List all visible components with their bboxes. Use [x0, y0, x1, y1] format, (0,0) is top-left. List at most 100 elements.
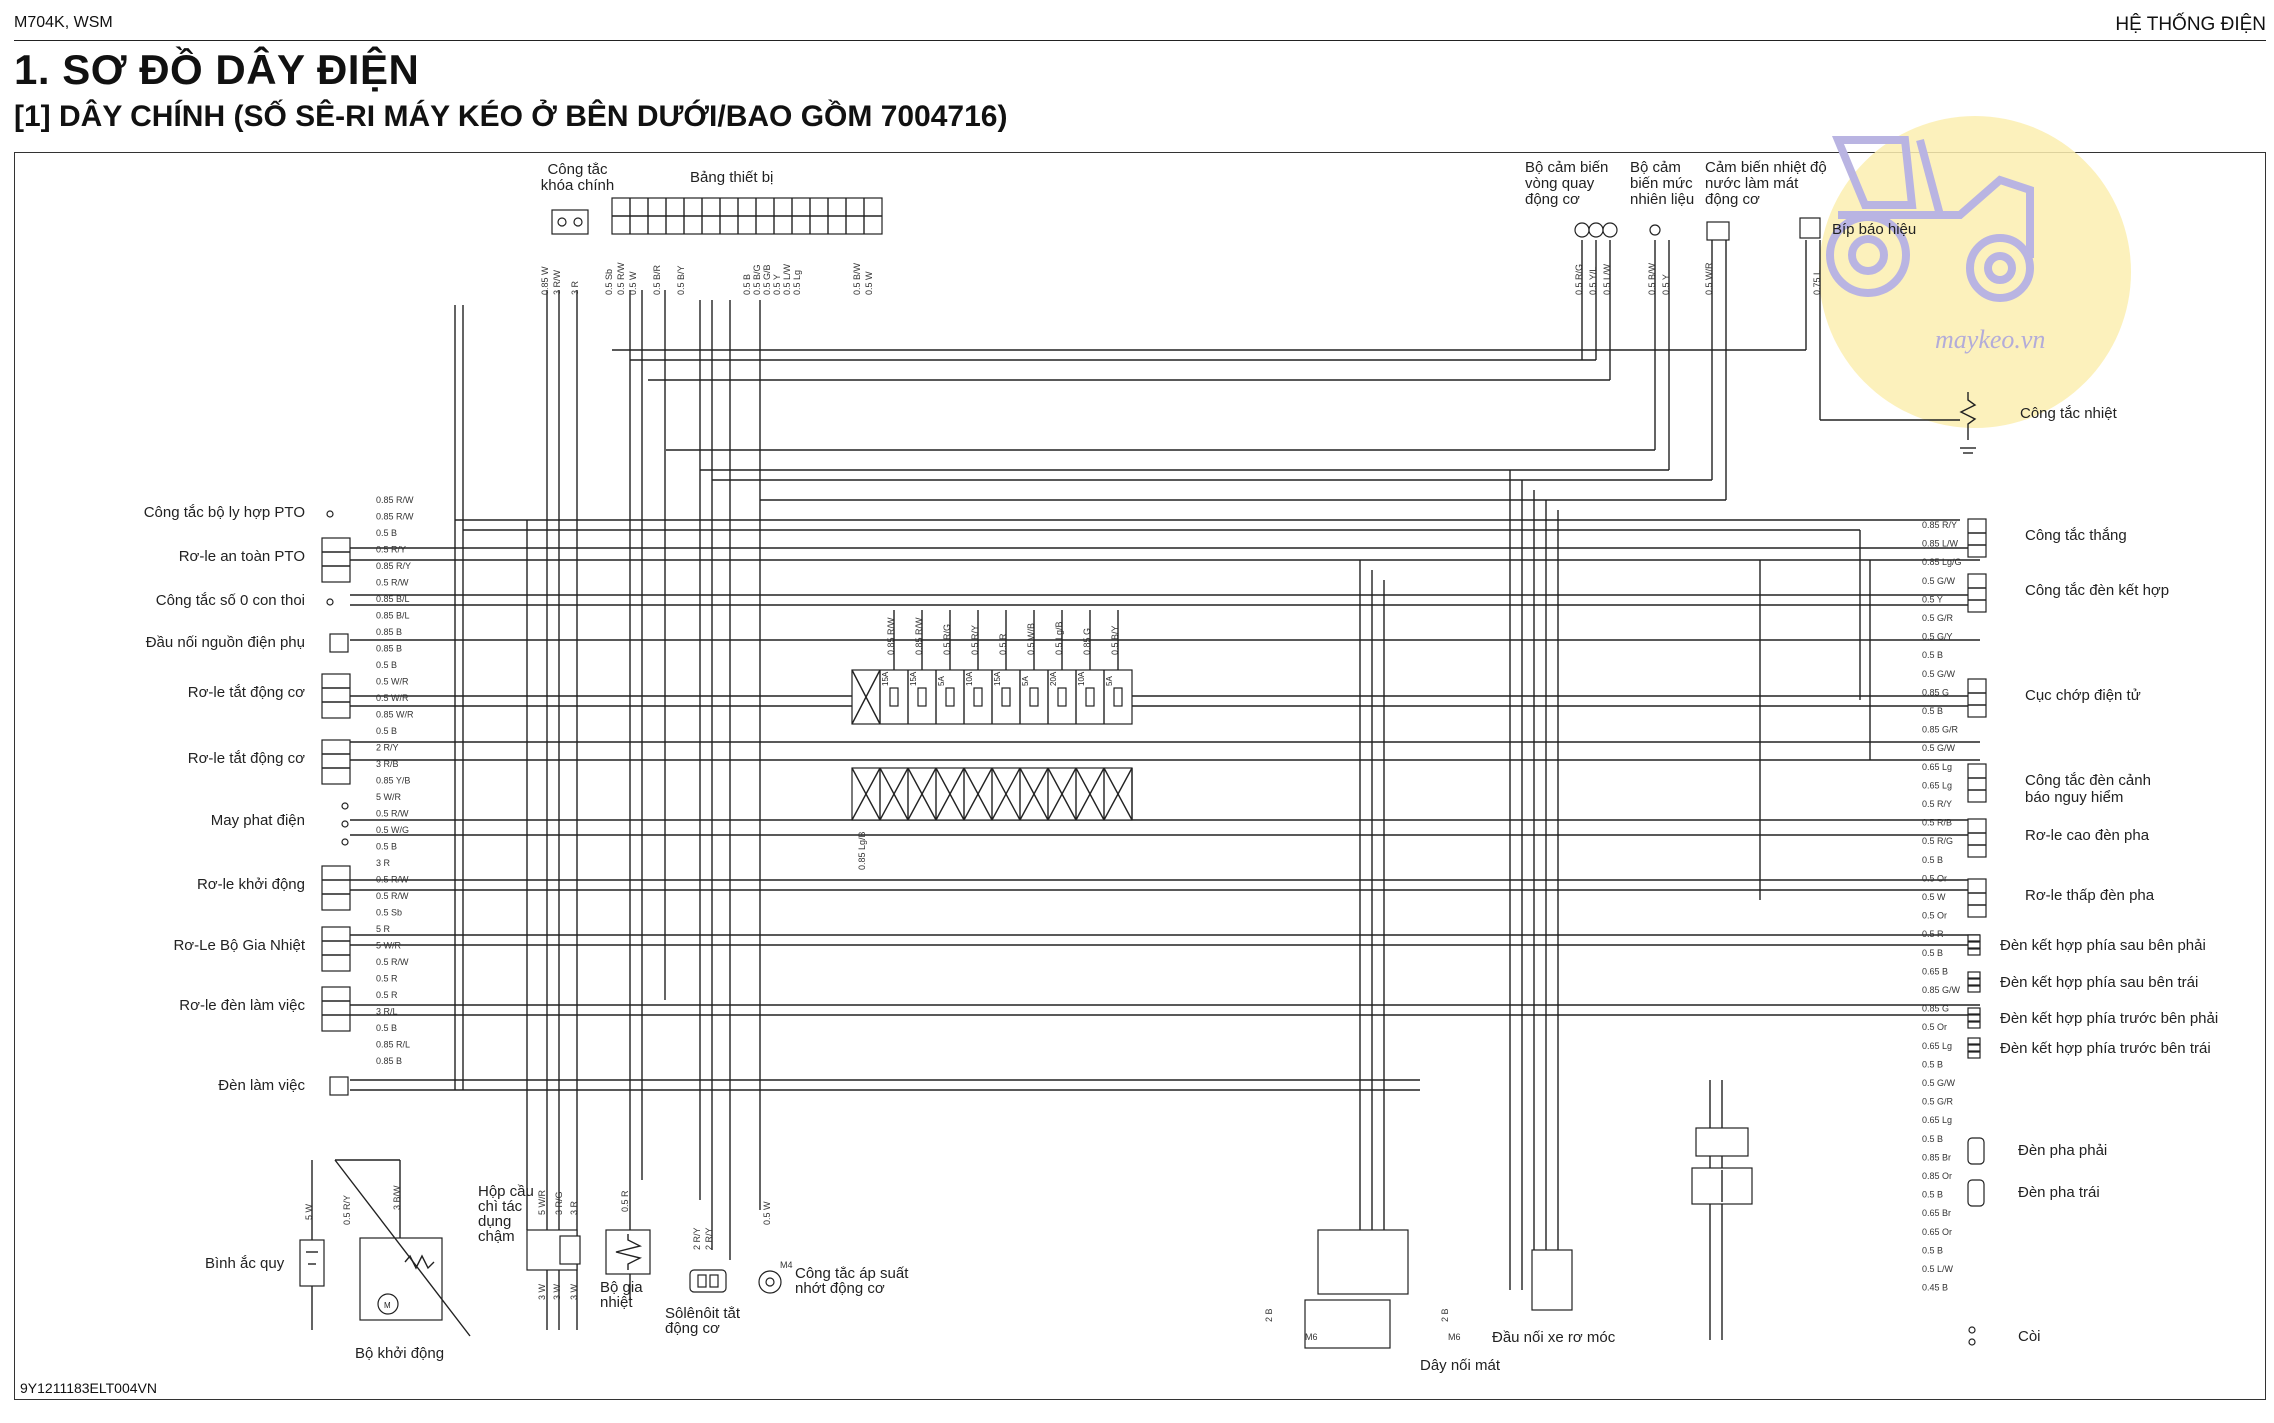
- thermo-switch-label: Công tắc nhiệt: [2020, 405, 2118, 422]
- wire-code-left: 0.5 R/Y: [376, 545, 406, 555]
- wire-code-right: 0.5 B: [1922, 1134, 1943, 1144]
- wire-code-right: 0.5 G/R: [1922, 613, 1954, 623]
- wire-code-left: 0.5 R: [376, 974, 398, 984]
- wire-code-right: 0.5 G/W: [1922, 743, 1956, 753]
- wire-code-left: 0.5 R: [376, 990, 398, 1000]
- fuse-wire-code: 0.5 R/G: [942, 624, 952, 655]
- wire-code-right: 0.5 R/Y: [1922, 799, 1952, 809]
- wire-code-top: 0.5 W: [864, 271, 874, 295]
- fuse-wire-code: 0.85 R/W: [886, 617, 896, 655]
- left-component-label: Rơ-le tắt động cơ: [188, 750, 305, 767]
- fuse-wire-code: 0.5 Lg/B: [1054, 621, 1064, 655]
- right-component-label: Rơ-le thấp đèn pha: [2025, 887, 2155, 904]
- wire-code-bottom: 0.85 Lg/B: [857, 831, 867, 870]
- left-component-label: Đèn làm việc: [218, 1077, 305, 1094]
- wire-code-top: 0.5 Y/L: [1588, 267, 1598, 295]
- right-component: Công tắc thắng: [1967, 518, 2127, 558]
- wire-code-top: 0.5 B/R: [652, 264, 662, 295]
- left-component: Rơ-le đèn làm việc: [179, 986, 351, 1032]
- wire-code-bottom: 2 B: [1440, 1308, 1450, 1322]
- top-sensors: Bộ cảm biến vòng quay động cơ Bộ cảm biế…: [1525, 160, 2118, 454]
- battery: Bình ắc quy: [205, 1160, 325, 1330]
- right-component-label: Cục chớp điện tử: [2025, 687, 2141, 704]
- header-rule: [14, 40, 2266, 41]
- glow-plug-label: Bộ gia nhiệt: [600, 1280, 643, 1311]
- right-component: Rơ-le thấp đèn pha: [1967, 878, 2155, 918]
- wire-code-bottom: 3 R: [569, 1200, 579, 1215]
- right-component: Đèn kết hợp phía trước bên phải: [1967, 1007, 2218, 1029]
- left-component: Rơ-le an toàn PTO: [179, 537, 351, 583]
- wire-code-left: 0.5 R/W: [376, 875, 409, 885]
- speed-sensor-label: Bộ cảm biến vòng quay động cơ: [1525, 160, 1609, 208]
- left-component: Đầu nối nguồn điện phụ: [146, 633, 349, 653]
- right-bus-lines: [1359, 470, 1871, 1340]
- tractor-icon: [1826, 136, 2034, 302]
- wire-code-left: 0.5 B: [376, 660, 397, 670]
- wire-code-right: 0.85 G: [1922, 687, 1949, 697]
- document-id: 9Y1211183ELT004VN: [20, 1380, 157, 1396]
- wire-code-top: 0.5 B/W: [1647, 262, 1657, 295]
- ground-wire-connector: Dây nối mát: [1304, 1229, 1501, 1374]
- svg-text:M: M: [384, 1301, 391, 1310]
- wire-code-left: 0.5 R/W: [376, 578, 409, 588]
- trailer-connector-label: Đầu nối xe rơ móc: [1492, 1329, 1616, 1346]
- wire-code-right: 0.85 R/Y: [1922, 520, 1957, 530]
- wire-code-left: 0.85 B: [376, 644, 402, 654]
- wire-code-right: 0.5 B: [1922, 855, 1943, 865]
- fuse-wire-code: 0.85 R/W: [914, 617, 924, 655]
- left-component-label: Đầu nối nguồn điện phụ: [146, 634, 305, 651]
- left-bus-lines: [454, 290, 761, 1330]
- wire-code-right: 0.85 G/R: [1922, 725, 1959, 735]
- wire-code-right: 0.85 Or: [1922, 1171, 1952, 1181]
- stop-solenoid: Sôlênôit tắt động cơ: [665, 1269, 740, 1336]
- wire-code-left: 0.85 R/W: [376, 512, 414, 522]
- fuse-rating: 15A: [993, 671, 1002, 686]
- timer-box: Hộp cầu chì tác dụng chậm: [478, 1184, 581, 1271]
- right-component: Đèn kết hợp phía trước bên trái: [1967, 1037, 2211, 1059]
- wire-code-right: 0.5 G/W: [1922, 1078, 1956, 1088]
- relay-bank: [851, 767, 1133, 821]
- wire-code-right: 0.5 W: [1922, 892, 1946, 902]
- wire-code-right: 0.5 R/G: [1922, 836, 1953, 846]
- wire-code-right: 0.5 R: [1922, 929, 1944, 939]
- wire-code-bottom: 3 W: [569, 1283, 579, 1300]
- wire-code-left: 0.85 B/L: [376, 594, 410, 604]
- wire-code-top: 0.5 B/G: [752, 264, 762, 295]
- wire-code-top: 0.75 L: [1812, 270, 1822, 295]
- timer-box-label: Hộp cầu chì tác dụng chậm: [478, 1184, 534, 1245]
- buzzer-label: Bíp báo hiệu: [1832, 221, 1916, 238]
- fuse-rating: 15A: [909, 671, 918, 686]
- fuse-wire-code: 0.5 B/Y: [1110, 625, 1120, 655]
- wire-code-top: 0.85 W: [540, 266, 550, 295]
- wire-code-left: 0.5 R/W: [376, 809, 409, 819]
- wire-code-right: 0.5 G/Y: [1922, 632, 1953, 642]
- wire-code-right: 0.5 Or: [1922, 1022, 1947, 1032]
- wire-code-left: 3 R/B: [376, 759, 399, 769]
- fuse-rating: 10A: [1077, 671, 1086, 686]
- wire-code-top: 3 R: [570, 280, 580, 295]
- right-component-label: Công tắc thắng: [2025, 527, 2127, 544]
- wire-code-right: 0.5 B: [1922, 650, 1943, 660]
- left-component-label: Rơ-Le Bộ Gia Nhiệt: [173, 937, 305, 954]
- left-wire-codes: 0.85 R/W0.85 R/W0.5 B0.5 R/Y0.85 R/Y0.5 …: [376, 495, 414, 1066]
- wire-code-left: 0.85 B/L: [376, 611, 410, 621]
- wire-code-top: 0.5 L/W: [782, 263, 792, 295]
- left-component-label: Rơ-le khởi động: [197, 876, 305, 893]
- wire-code-bottom: 2 B: [1264, 1308, 1274, 1322]
- left-component: Đèn làm việc: [218, 1076, 349, 1096]
- right-component: Công tắc đèn kết hợp: [1967, 573, 2169, 613]
- wire-code-right: 0.45 B: [1922, 1283, 1948, 1293]
- wire-code-top: 3 R/W: [552, 269, 562, 295]
- wire-code-top: 0.5 G/B: [762, 264, 772, 295]
- glow-plug: Bộ gia nhiệt: [600, 1229, 651, 1311]
- wire-code-left: 0.5 W/G: [376, 825, 409, 835]
- right-component: Cục chớp điện tử: [1967, 678, 2141, 718]
- watermark-text: maykeo.vn: [1935, 325, 2045, 354]
- wire-code-right: 0.5 B: [1922, 1245, 1943, 1255]
